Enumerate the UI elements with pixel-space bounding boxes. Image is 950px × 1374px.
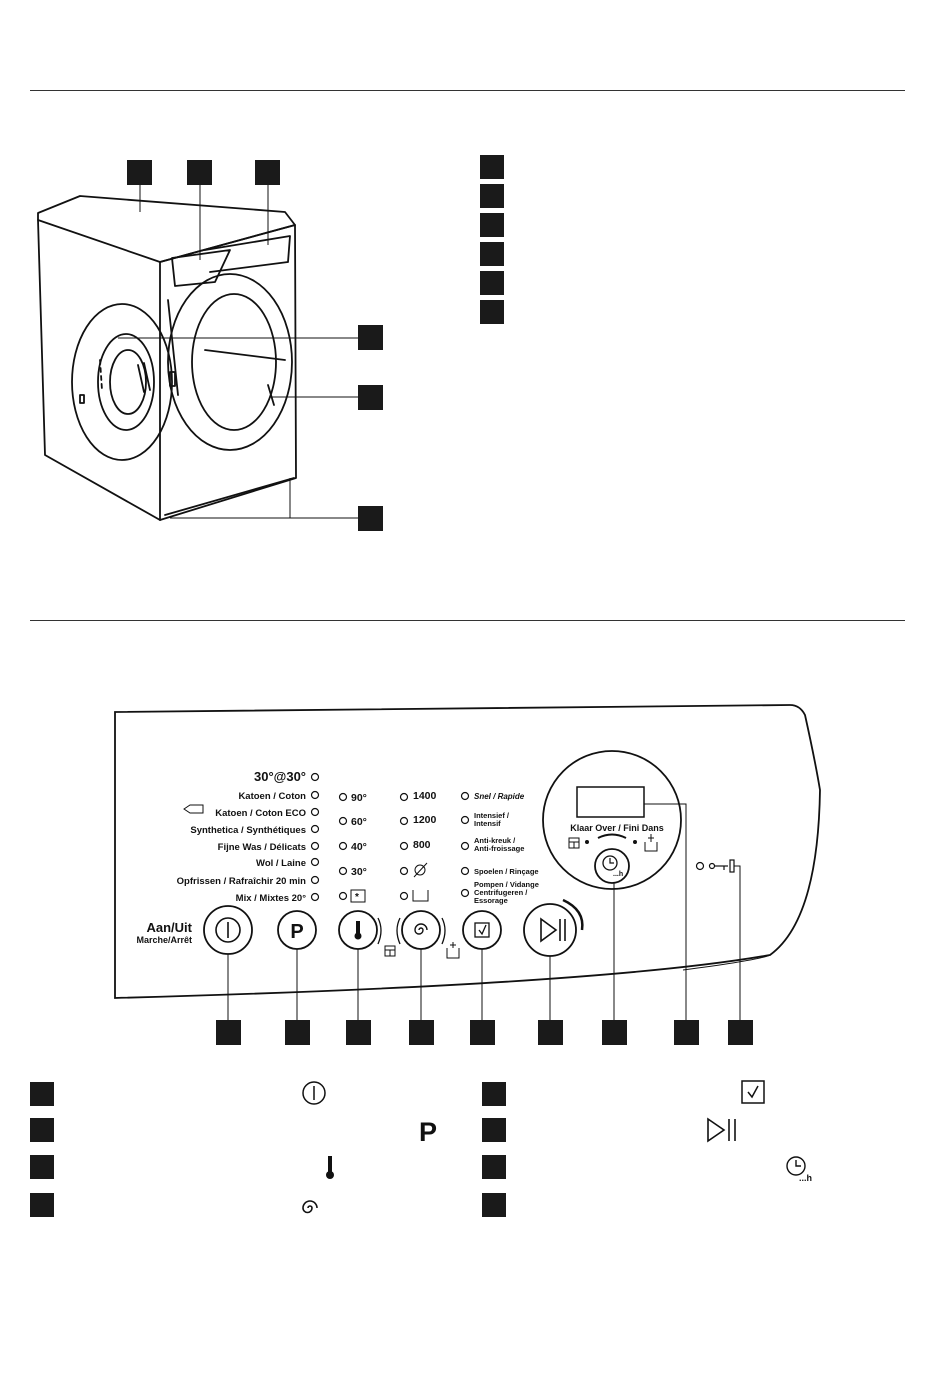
power-icon [302, 1081, 326, 1105]
power-label: Aan/Uit [147, 920, 193, 935]
spin-speed-label: 1200 [413, 814, 437, 826]
callout-marker [602, 1020, 627, 1045]
callout-marker [216, 1020, 241, 1045]
start-pause-icon [707, 1117, 736, 1143]
extra-rinse-icon [446, 942, 460, 959]
option-label: Centrifugeren / [474, 888, 528, 897]
callout-marker [538, 1020, 563, 1045]
rinse-hold-icon [412, 890, 429, 902]
option-label: Intensief / [474, 811, 510, 820]
option-button[interactable] [462, 910, 502, 950]
callout-marker [127, 160, 152, 185]
callout-marker [285, 1020, 310, 1045]
programme-label: Fijne Was / Délicats [218, 842, 306, 853]
middle-divider [30, 620, 905, 621]
option-label: Snel / Rapide [474, 792, 525, 801]
top-mark: 30°@30° [254, 769, 306, 784]
delay-suffix: ...h [613, 871, 623, 878]
spin-icon [414, 923, 428, 935]
legend-marker [482, 1118, 506, 1142]
delay-start-button[interactable]: ...h [594, 848, 630, 884]
spin-speed-label: 800 [413, 839, 431, 851]
callout-marker [470, 1020, 495, 1045]
legend-marker [30, 1082, 54, 1106]
delay-start-icon [786, 1156, 806, 1176]
start-pause-button[interactable] [523, 898, 584, 957]
option-label: Anti-kreuk / [474, 836, 516, 845]
temperature-label: 40° [351, 841, 367, 853]
power-button[interactable] [203, 905, 253, 955]
start-pause-icon [540, 917, 558, 943]
callout-marker [187, 160, 212, 185]
drain-icon [644, 834, 658, 852]
option-label: Pompen / Vidange [474, 880, 539, 889]
display-label: Klaar Over / Fini Dans [570, 823, 664, 833]
eco-tag-icon [183, 804, 204, 814]
programme-label: Mix / Mixtes 20° [236, 893, 307, 904]
program-button[interactable]: P [277, 910, 317, 950]
program-icon: P [290, 921, 303, 943]
programme-label: Synthetica / Synthétiques [190, 825, 306, 836]
delay-suffix: ...h [799, 1173, 812, 1183]
cold-wash-icon: * [350, 889, 366, 903]
programme-label: Katoen / Coton [238, 791, 306, 802]
callout-marker [409, 1020, 434, 1045]
child-lock-indicator [695, 861, 705, 871]
stain-icon [568, 837, 580, 849]
delay-start-icon [602, 855, 618, 871]
display-housing [542, 750, 682, 890]
legend-marker [480, 155, 504, 179]
power-label-fr: Marche/Arrêt [136, 935, 192, 945]
legend-marker [480, 300, 504, 324]
legend-marker [30, 1118, 54, 1142]
thermometer-icon [326, 1156, 334, 1179]
time-display [576, 786, 645, 818]
legend-marker [482, 1193, 506, 1217]
option-label: Essorage [474, 896, 508, 905]
programme-label: Opfrissen / Rafraîchir 20 min [177, 876, 307, 887]
callout-marker [346, 1020, 371, 1045]
option-icon [741, 1080, 765, 1104]
legend-marker [482, 1082, 506, 1106]
svg-text:*: * [355, 892, 359, 903]
legend-marker [30, 1155, 54, 1179]
temperature-label: 60° [351, 816, 367, 828]
callout-marker [728, 1020, 753, 1045]
legend-marker [482, 1155, 506, 1179]
callout-marker [358, 506, 383, 531]
top-divider [30, 90, 905, 91]
callout-marker [674, 1020, 699, 1045]
no-spin-icon [413, 862, 428, 878]
option-label: Anti-froissage [474, 844, 524, 853]
thermometer-icon [356, 921, 360, 934]
washing-machine-illustration [37, 155, 504, 531]
callout-marker [255, 160, 280, 185]
temperature-label: 30° [351, 866, 367, 878]
option-label: Intensif [474, 819, 501, 828]
callout-marker [358, 325, 383, 350]
spin-icon [302, 1200, 318, 1214]
program-icon: P [419, 1117, 437, 1147]
prewash-icon [384, 945, 396, 957]
legend-marker [480, 184, 504, 208]
programme-indicator [310, 772, 320, 782]
legend-marker [480, 213, 504, 237]
programme-label: Wol / Laine [256, 858, 306, 869]
legend-marker [480, 242, 504, 266]
legend-marker [30, 1193, 54, 1217]
option-icon [474, 922, 490, 938]
callout-marker [358, 385, 383, 410]
spin-button[interactable] [396, 910, 446, 950]
programme-label: Katoen / Coton ECO [215, 808, 306, 819]
legend-marker [480, 271, 504, 295]
option-label: Spoelen / Rinçage [474, 867, 539, 876]
lock-key-icon [708, 859, 735, 873]
temperature-label: 90° [351, 792, 367, 804]
spin-speed-label: 1400 [413, 790, 437, 802]
temperature-button[interactable] [338, 910, 382, 950]
